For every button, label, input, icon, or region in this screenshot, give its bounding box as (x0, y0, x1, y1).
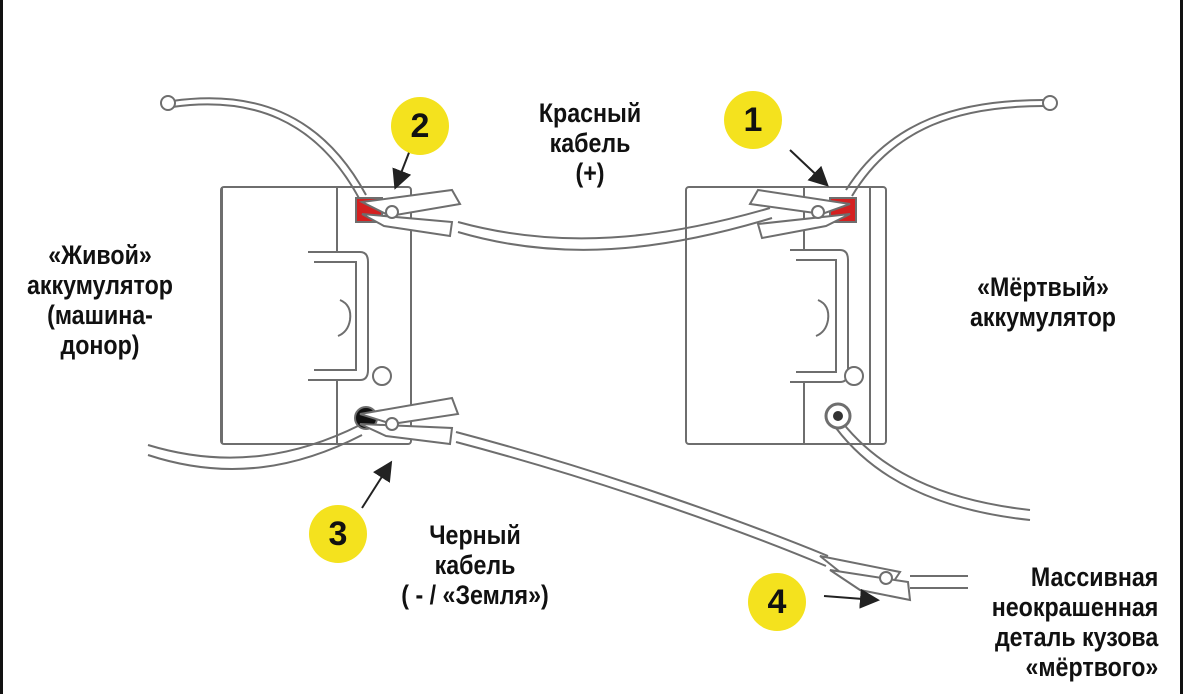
cables (147, 95, 1058, 589)
ground-point-label: Массивная неокрашенная деталь кузова «мё… (966, 562, 1159, 682)
red-cable-line-1: Красный (538, 98, 642, 128)
red-cable-label: Красный кабель (+) (526, 98, 655, 188)
arrow-3 (361, 460, 393, 509)
black-cable-label: Черный кабель ( - / «Земля») (372, 520, 578, 610)
right-frame-border (1180, 0, 1183, 694)
dead-battery-line-1: «Мёртвый» (977, 272, 1109, 302)
badge-4: 4 (748, 573, 806, 631)
live-battery-label: «Живой» аккумулятор (машина- донор) (14, 240, 186, 360)
black-cable-line-3: ( - / «Земля») (401, 580, 549, 610)
live-battery-line-4: донор) (60, 330, 140, 360)
clamps (358, 188, 912, 602)
live-bolt (372, 366, 392, 386)
live-battery (220, 186, 412, 445)
red-cable-line-2: кабель (549, 128, 631, 158)
dead-bolt (844, 366, 864, 386)
ground-point-line-4: «мёртвого» (1025, 652, 1159, 682)
live-battery-line-1: «Живой» (48, 240, 152, 270)
badge-3: 3 (309, 505, 367, 563)
live-battery-line-2: аккумулятор (27, 270, 173, 300)
ground-point-line-1: Массивная (1030, 562, 1159, 592)
dead-battery-line-2: аккумулятор (970, 302, 1116, 332)
badge-1: 1 (724, 91, 782, 149)
arrow-4 (823, 588, 880, 609)
dead-negative-terminal-core (833, 411, 843, 421)
red-cable-line-3: (+) (575, 158, 605, 188)
badge-2: 2 (391, 97, 449, 155)
left-frame-border (0, 0, 3, 694)
ground-point-line-3: деталь кузова (994, 622, 1159, 652)
dead-battery-label: «Мёртвый» аккумулятор (944, 272, 1142, 332)
pointer-arrows (361, 149, 880, 609)
ground-point-line-2: неокрашенная (991, 592, 1159, 622)
arrow-1 (789, 149, 829, 187)
black-cable-line-2: кабель (434, 550, 516, 580)
black-cable-line-1: Черный (429, 520, 521, 550)
live-battery-line-3: (машина- (47, 300, 153, 330)
arrow-2 (392, 149, 412, 190)
